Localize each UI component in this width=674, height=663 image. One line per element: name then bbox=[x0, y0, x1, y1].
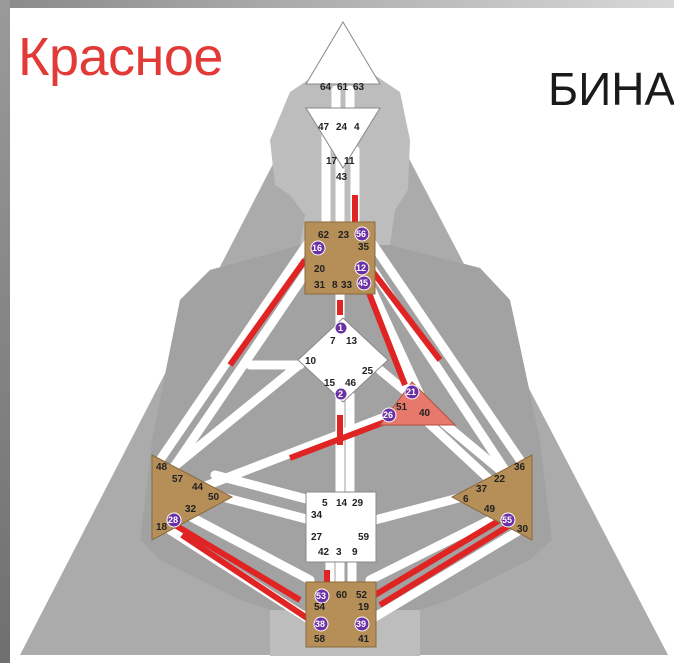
gate-56: 56 bbox=[356, 229, 366, 239]
gate-4: 4 bbox=[354, 122, 360, 133]
gate-13: 13 bbox=[346, 336, 358, 347]
gate-18: 18 bbox=[156, 522, 168, 533]
gate-2: 2 bbox=[338, 389, 343, 399]
gate-36: 36 bbox=[514, 462, 526, 473]
gate-61: 61 bbox=[337, 82, 349, 93]
gate-33: 33 bbox=[341, 280, 353, 291]
gate-19: 19 bbox=[358, 602, 370, 613]
gate-10: 10 bbox=[305, 356, 317, 367]
gate-34: 34 bbox=[311, 510, 323, 521]
gate-60: 60 bbox=[336, 590, 348, 601]
gate-55: 55 bbox=[502, 515, 512, 525]
gate-24: 24 bbox=[336, 122, 348, 133]
gate-12: 12 bbox=[356, 263, 366, 273]
gate-49: 49 bbox=[484, 504, 496, 515]
gate-28-dot bbox=[166, 512, 182, 528]
g-center bbox=[297, 317, 389, 403]
gate-47: 47 bbox=[318, 122, 330, 133]
gate-27: 27 bbox=[311, 532, 323, 543]
gate-28: 28 bbox=[168, 515, 178, 525]
gate-26: 26 bbox=[383, 410, 393, 420]
window-top-frame bbox=[0, 0, 674, 8]
gate-43: 43 bbox=[336, 172, 348, 183]
gate-41: 41 bbox=[358, 634, 370, 645]
gate-38-dot bbox=[313, 616, 329, 632]
gate-25: 25 bbox=[362, 366, 374, 377]
title-left: Красное bbox=[18, 27, 223, 87]
gate-62: 62 bbox=[318, 230, 330, 241]
gate-31: 31 bbox=[314, 280, 326, 291]
gate-50: 50 bbox=[208, 492, 220, 503]
gate-58: 58 bbox=[314, 634, 326, 645]
gate-52: 52 bbox=[356, 590, 368, 601]
gate-29: 29 bbox=[352, 498, 364, 509]
gate-40: 40 bbox=[419, 408, 431, 419]
gate-53-dot bbox=[314, 588, 330, 604]
gate-17: 17 bbox=[326, 156, 338, 167]
gate-39: 39 bbox=[356, 619, 366, 629]
gate-8: 8 bbox=[332, 280, 338, 291]
gate-1-dot bbox=[334, 321, 348, 335]
gate-16-dot bbox=[310, 240, 326, 256]
gate-1: 1 bbox=[338, 323, 343, 333]
gate-48: 48 bbox=[156, 462, 168, 473]
gate-46: 46 bbox=[345, 378, 357, 389]
gate-44: 44 bbox=[192, 482, 204, 493]
gate-7: 7 bbox=[330, 336, 336, 347]
gate-9: 9 bbox=[352, 547, 358, 558]
gate-39-dot bbox=[354, 616, 370, 632]
sacral-center bbox=[305, 491, 377, 563]
heart-center bbox=[379, 381, 457, 426]
title-right: БИНА bbox=[548, 63, 674, 115]
gate-63: 63 bbox=[353, 82, 365, 93]
head-center bbox=[305, 21, 381, 85]
gate-45-dot bbox=[356, 275, 372, 291]
gate-3: 3 bbox=[336, 547, 342, 558]
gate-59: 59 bbox=[358, 532, 370, 543]
gate-26-dot bbox=[381, 407, 397, 423]
gate-37: 37 bbox=[476, 484, 488, 495]
gate-6: 6 bbox=[463, 494, 469, 505]
gate-21-dot bbox=[404, 384, 420, 400]
gate-64: 64 bbox=[320, 82, 332, 93]
gate-56-dot bbox=[354, 226, 370, 242]
gate-30: 30 bbox=[517, 524, 529, 535]
gate-20: 20 bbox=[314, 264, 326, 275]
gate-23: 23 bbox=[338, 230, 350, 241]
ajna-center bbox=[305, 107, 381, 169]
gate-11: 11 bbox=[344, 156, 355, 167]
gate-5: 5 bbox=[322, 498, 328, 509]
gate-21: 21 bbox=[406, 387, 416, 397]
gate-2-dot bbox=[334, 387, 348, 401]
gate-32: 32 bbox=[185, 504, 197, 515]
window-left-frame bbox=[0, 0, 10, 663]
gate-22: 22 bbox=[494, 474, 506, 485]
gate-38: 38 bbox=[315, 619, 325, 629]
gate-54: 54 bbox=[314, 602, 326, 613]
gate-16: 16 bbox=[312, 243, 322, 253]
gate-53: 53 bbox=[316, 591, 326, 601]
gate-55-dot bbox=[500, 512, 516, 528]
gate-57: 57 bbox=[172, 474, 184, 485]
gate-35: 35 bbox=[358, 242, 370, 253]
gate-12-dot bbox=[354, 260, 370, 276]
gate-14: 14 bbox=[336, 498, 348, 509]
gate-45: 45 bbox=[358, 278, 368, 288]
gate-42: 42 bbox=[318, 547, 330, 558]
gate-51: 51 bbox=[396, 402, 408, 413]
gate-15: 15 bbox=[324, 378, 336, 389]
